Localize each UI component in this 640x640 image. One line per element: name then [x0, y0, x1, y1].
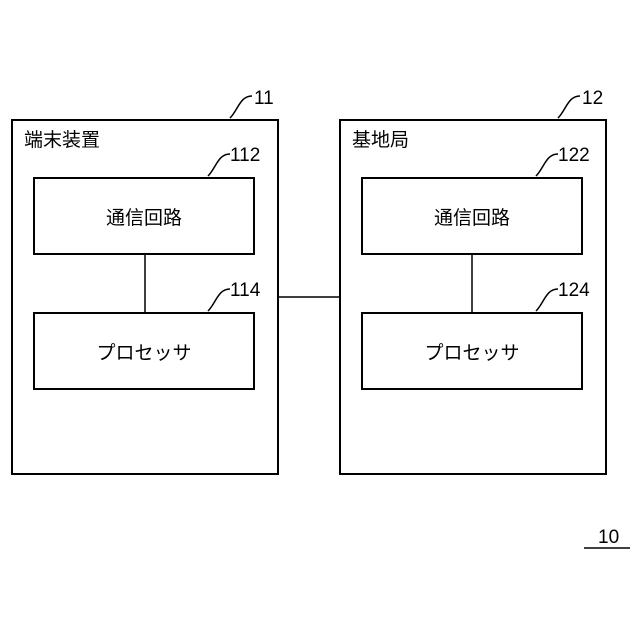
leader-line-124 — [536, 289, 558, 311]
terminal-comm-circuit-label: 通信回路 — [106, 207, 182, 229]
terminal-processor-label: プロセッサ — [96, 342, 191, 364]
leader-line-122 — [536, 154, 558, 176]
leader-line-12 — [558, 96, 580, 118]
ref-numeral-124: 124 — [558, 280, 590, 301]
leader-line-112 — [208, 154, 230, 176]
ref-numeral-112: 112 — [230, 145, 260, 166]
leader-line-114 — [208, 289, 230, 311]
base-station-title: 基地局 — [352, 129, 409, 151]
base-processor-label: プロセッサ — [424, 342, 519, 364]
ref-numeral-114: 114 — [230, 280, 261, 301]
leader-line-11 — [230, 96, 252, 118]
ref-numeral-12: 12 — [582, 88, 603, 109]
ref-numeral-11: 11 — [254, 88, 274, 109]
base-comm-circuit-label: 通信回路 — [434, 207, 510, 229]
ref-numeral-10: 10 — [598, 527, 619, 548]
terminal-device-title: 端末装置 — [24, 129, 100, 151]
ref-numeral-122: 122 — [558, 145, 590, 166]
